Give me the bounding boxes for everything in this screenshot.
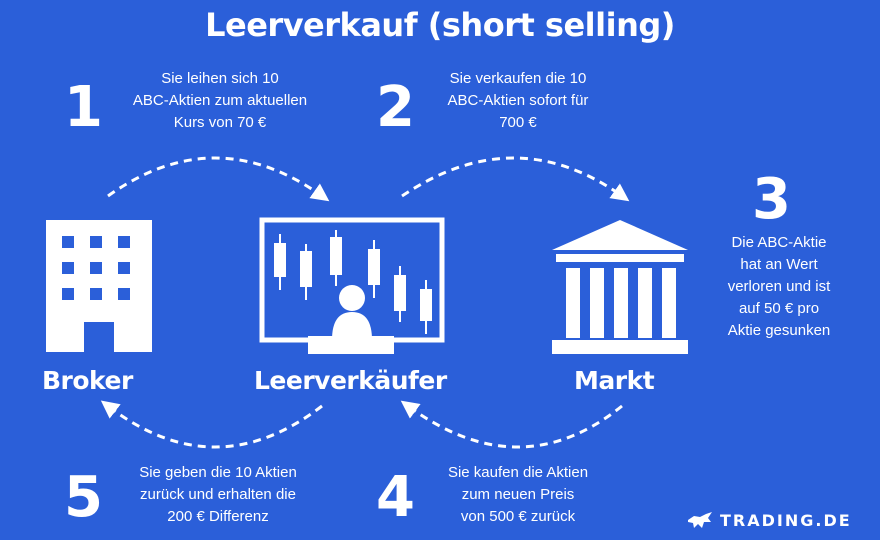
step-4-number: 4 xyxy=(376,465,415,530)
step-3-number: 3 xyxy=(752,167,791,232)
step-5-text: Sie geben die 10 Aktien zurück und erhal… xyxy=(139,464,297,525)
market-label: Markt xyxy=(574,366,655,395)
bank-building-icon xyxy=(552,220,688,354)
arrow-market-to-seller xyxy=(400,400,623,449)
arrow-broker-to-seller xyxy=(107,156,330,202)
bull-icon xyxy=(688,512,712,528)
office-building-icon xyxy=(46,220,152,352)
step-1-number: 1 xyxy=(64,75,103,140)
step-2-number: 2 xyxy=(376,75,415,140)
step-4-text: Sie kaufen die Aktien zum neuen Preis vo… xyxy=(447,464,589,525)
arrow-seller-to-market xyxy=(401,156,630,202)
step-5-number: 5 xyxy=(64,465,103,530)
short-seller-label: Leerverkäufer xyxy=(254,366,447,395)
step-1-text: Sie leihen sich 10 ABC-Aktien zum aktuel… xyxy=(132,70,308,131)
arrow-seller-to-broker xyxy=(100,400,323,449)
step-2-text: Sie verkaufen die 10 ABC-Aktien sofort f… xyxy=(447,70,589,131)
step-3-text: Die ABC-Aktie hat an Wert verloren und i… xyxy=(727,234,831,339)
brand-logo[interactable]: TRADING.DE xyxy=(686,510,852,530)
trader-screen-icon xyxy=(259,217,445,354)
page-title: Leerverkauf (short selling) xyxy=(205,6,675,44)
broker-label: Broker xyxy=(42,366,133,395)
brand-name: TRADING.DE xyxy=(720,510,852,530)
